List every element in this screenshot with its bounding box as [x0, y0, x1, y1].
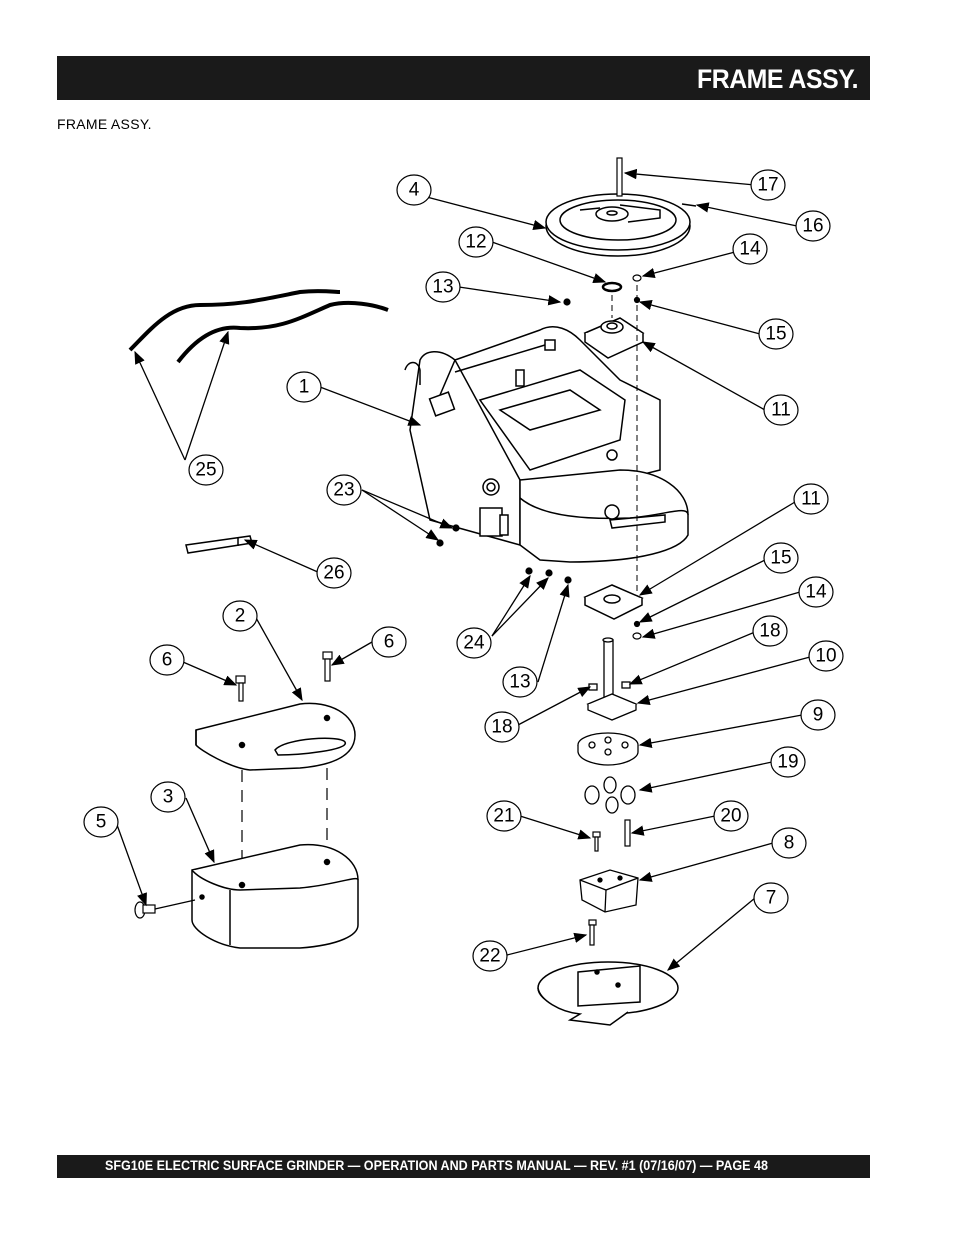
page-title: FRAME ASSY.: [696, 64, 858, 94]
callout-label: 14: [739, 239, 761, 260]
part-strap-26: [185, 535, 253, 554]
callout-label: 6: [384, 632, 395, 653]
callout-14-upper: [732, 233, 768, 265]
part-cables-25: [128, 289, 389, 364]
callout-label: 25: [195, 460, 216, 481]
part-cover-plate-2: [195, 702, 356, 771]
callout-label: 13: [509, 672, 530, 693]
callout-2: [222, 600, 258, 632]
callout-10: [808, 640, 844, 672]
callout-14-lower: [798, 576, 834, 608]
callout-label: 5: [96, 812, 107, 833]
callout-7: [753, 882, 789, 914]
callout-label: 23: [333, 480, 354, 501]
callout-label: 11: [771, 400, 791, 421]
callout-1: [286, 371, 322, 403]
callout-18-left: [484, 711, 520, 743]
part-bearing-11-upper: [583, 317, 645, 359]
callout-label: 10: [815, 646, 836, 667]
callout-4: [396, 174, 432, 206]
callout-label: 2: [235, 606, 246, 627]
section-subtitle: FRAME ASSY.: [57, 116, 152, 132]
part-oring-12: [601, 281, 623, 293]
callout-23: [326, 474, 362, 506]
callout-label: 13: [432, 277, 453, 298]
callout-label: 15: [765, 324, 786, 345]
callout-21: [486, 800, 522, 832]
callout-8: [771, 827, 807, 859]
callout-label: 9: [813, 705, 824, 726]
callout-9: [800, 699, 836, 731]
callout-13-lower: [502, 666, 538, 698]
callout-label: 4: [409, 180, 420, 201]
part-housing-3: [191, 843, 359, 949]
callout-24: [456, 627, 492, 659]
callout-label: 16: [802, 216, 823, 237]
part-base-7: [537, 961, 679, 1026]
callout-16: [795, 210, 831, 242]
callout-label: 26: [323, 563, 344, 584]
callout-11-lower: [793, 483, 829, 515]
callout-20: [713, 800, 749, 832]
callout-label: 8: [784, 833, 795, 854]
callout-15-upper: [758, 318, 794, 350]
part-plate-8: [579, 869, 639, 913]
part-disc-9: [577, 732, 639, 766]
callout-22: [472, 940, 508, 972]
callout-label: 22: [479, 946, 500, 967]
callout-label: 20: [720, 806, 741, 827]
header-bar: FRAME ASSY.: [57, 56, 870, 100]
callout-25: [188, 454, 224, 486]
callout-17: [750, 169, 786, 201]
small-parts-13-14-15: [563, 274, 642, 306]
part-bearing-11-lower: [583, 584, 644, 620]
footer-bar: SFG10E ELECTRIC SURFACE GRINDER — OPERAT…: [57, 1155, 870, 1178]
callout-label: 1: [299, 377, 310, 398]
callout-label: 17: [757, 175, 778, 196]
callout-15-lower: [763, 542, 799, 574]
callout-18-right: [752, 615, 788, 647]
part-pulley-4: [545, 193, 691, 257]
callout-3: [150, 781, 186, 813]
callout-label: 19: [777, 752, 798, 773]
callout-5: [83, 806, 119, 838]
callout-label: 7: [766, 888, 777, 909]
footer-text: SFG10E ELECTRIC SURFACE GRINDER — OPERAT…: [105, 1158, 768, 1173]
part-mounts-19: [584, 776, 636, 814]
callout-6-right: [371, 626, 407, 658]
part-pin-17: [616, 157, 623, 197]
callout-label: 18: [491, 717, 512, 738]
callout-label: 15: [770, 548, 791, 569]
part-setscrew-16: [681, 203, 697, 207]
part-wing-screw-5: [134, 899, 196, 919]
callout-label: 21: [493, 806, 514, 827]
callout-label: 11: [801, 489, 821, 510]
callout-19: [770, 746, 806, 778]
callout-label: 14: [805, 582, 827, 603]
callout-11-upper: [763, 394, 799, 426]
callout-label: 3: [163, 787, 174, 808]
part-screws-6: [235, 651, 333, 702]
callout-label: 24: [463, 633, 485, 654]
part-main-frame-1: [404, 326, 689, 563]
callout-label: 18: [759, 621, 780, 642]
callout-13-upper: [425, 271, 461, 303]
callout-label: 6: [162, 650, 173, 671]
callout-26: [316, 557, 352, 589]
callout-12: [458, 226, 494, 258]
callout-label: 12: [465, 232, 486, 253]
callout-6-left: [149, 644, 185, 676]
